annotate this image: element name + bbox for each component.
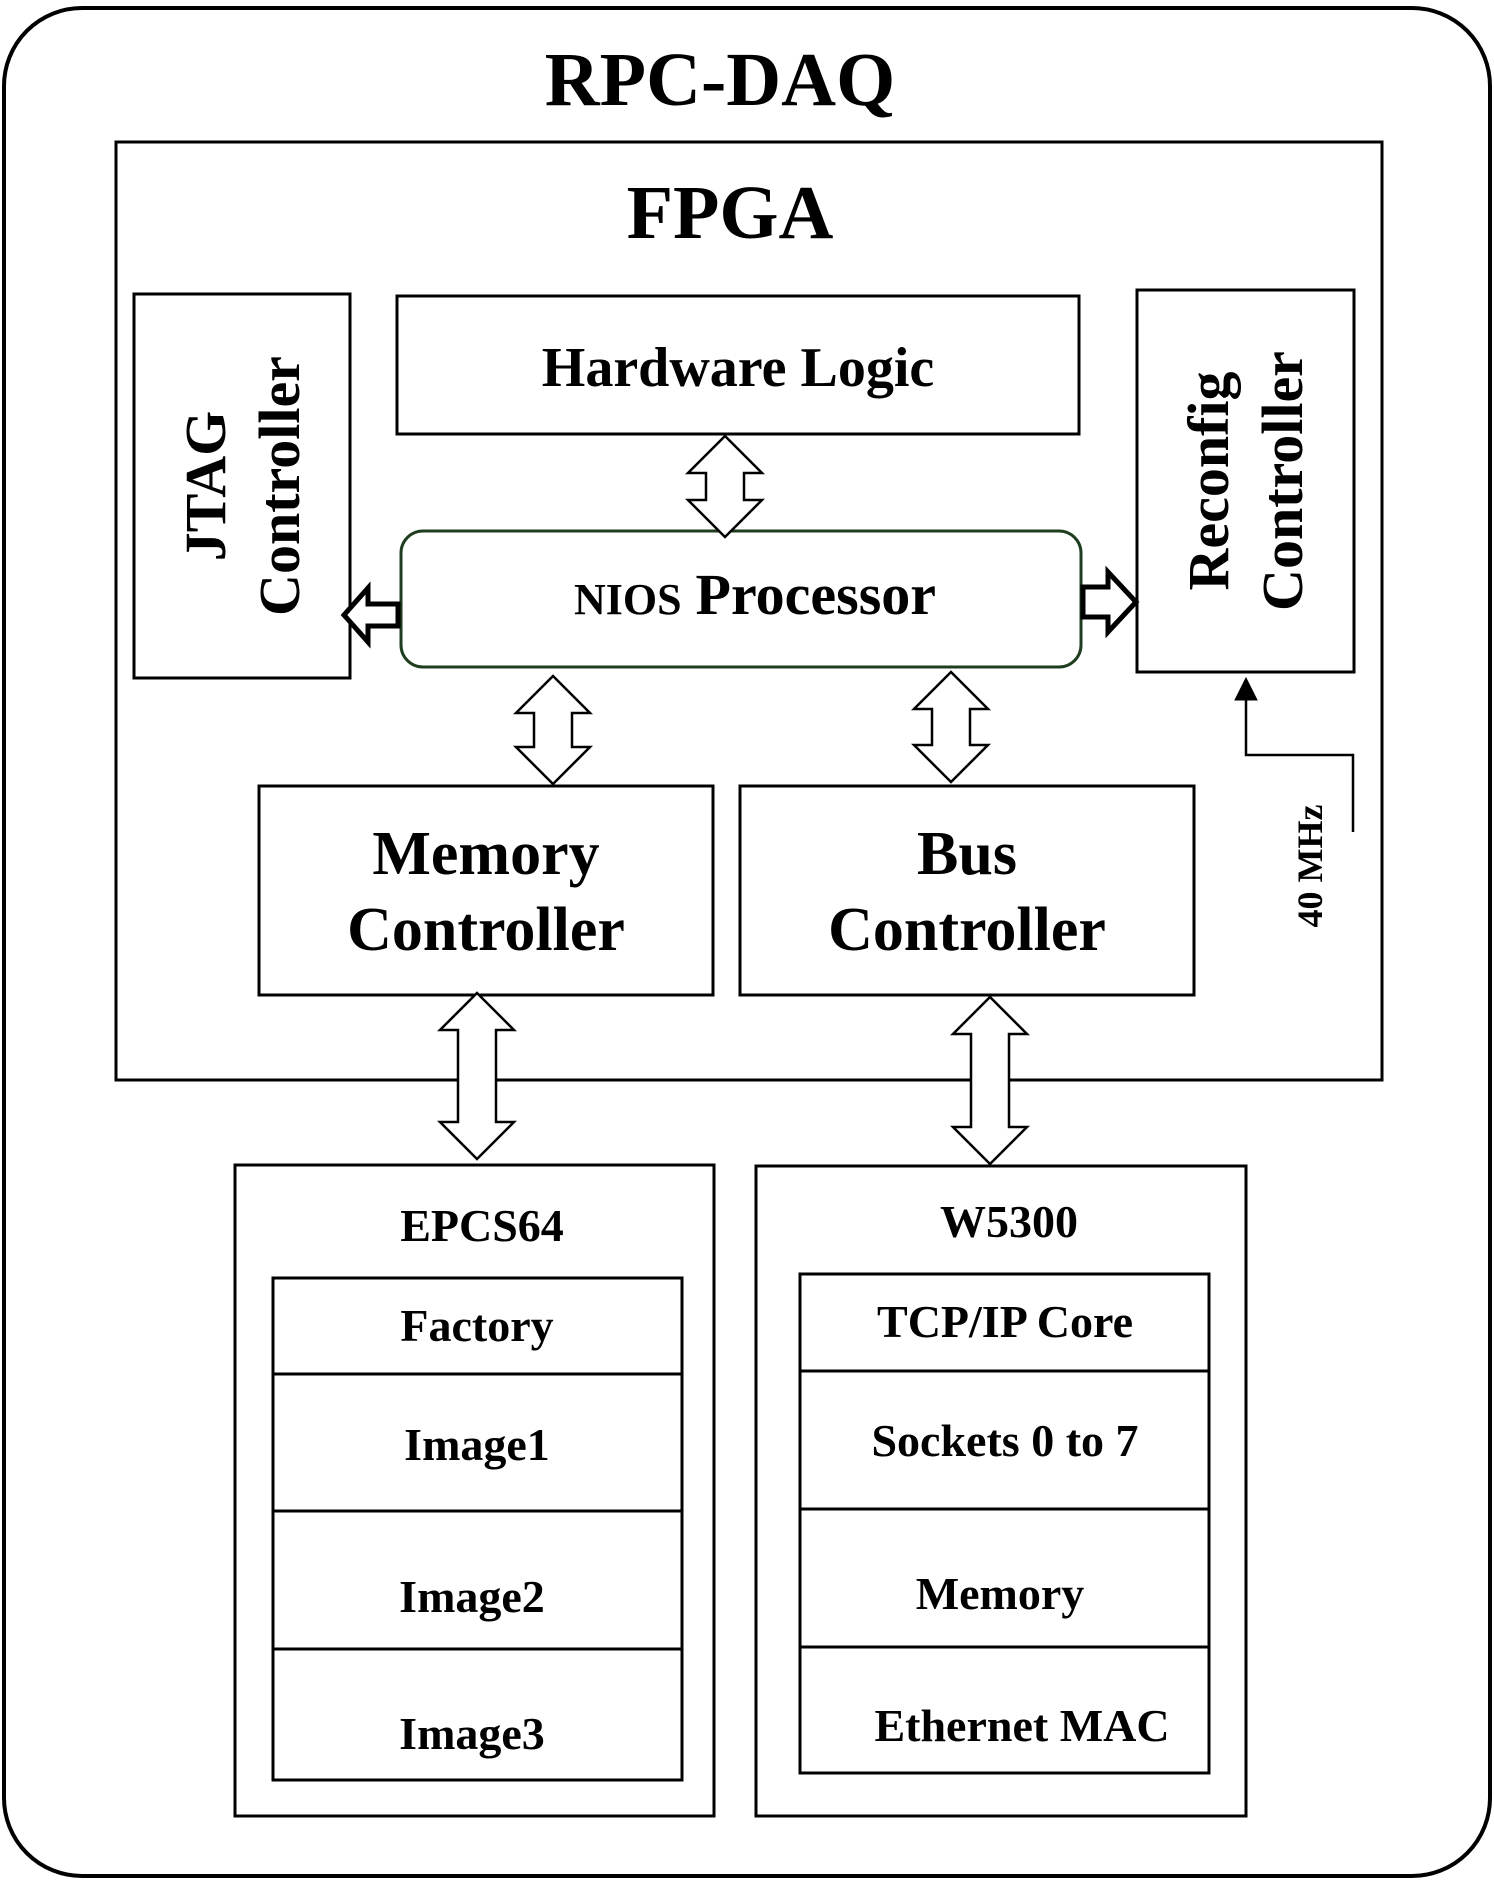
nios-memory-controller-arrow (512, 674, 594, 786)
clock-arrowhead (1234, 676, 1258, 701)
epcs64-table (271, 1276, 684, 1782)
jtag-controller-box (132, 292, 352, 680)
fpga-title: FPGA (627, 171, 834, 255)
nios-name: Processor (696, 562, 937, 627)
w5300-row-tcpip-core: TCP/IP Core (877, 1296, 1133, 1347)
w5300-table (798, 1272, 1211, 1775)
reconfig-controller-box (1135, 288, 1356, 674)
bus-controller-line1: Bus (917, 820, 1017, 888)
w5300-title: W5300 (940, 1196, 1078, 1247)
epcs64-row-image1: Image1 (404, 1419, 550, 1470)
jtag-label-line1: JTAG (173, 411, 238, 561)
epcs64-title: EPCS64 (400, 1200, 564, 1251)
nios-processor-label: NIOS Processor (574, 562, 936, 627)
board-title: RPC-DAQ (545, 38, 895, 122)
w5300-row-sockets: Sockets 0 to 7 (871, 1415, 1138, 1466)
bus-controller-w5300-arrow (949, 995, 1031, 1166)
w5300-row-ethernet-mac: Ethernet MAC (874, 1700, 1169, 1751)
clock-line (1244, 698, 1355, 832)
memory-controller-box (257, 784, 715, 997)
epcs64-row-image2: Image2 (399, 1571, 545, 1622)
reconfig-label-line1: Reconfig (1176, 371, 1241, 590)
nios-bus-controller-arrow (910, 670, 992, 784)
nios-prefix: NIOS (574, 575, 682, 624)
jtag-label-line2: Controller (247, 356, 312, 616)
hardware-logic-label: Hardware Logic (542, 337, 934, 399)
clock-label: 40 MHz (1290, 805, 1330, 928)
hardware-logic-nios-arrow (684, 434, 766, 539)
epcs64-row-factory: Factory (400, 1300, 553, 1351)
memory-controller-line2: Controller (347, 896, 625, 964)
w5300-row-memory: Memory (916, 1568, 1085, 1619)
bus-controller-box (738, 784, 1196, 997)
nios-to-reconfig-arrow (1080, 565, 1140, 639)
nios-to-jtag-arrow (340, 581, 401, 649)
bus-controller-line2: Controller (828, 896, 1106, 964)
memory-controller-epcs-arrow (436, 991, 518, 1161)
reconfig-label-line2: Controller (1250, 351, 1315, 611)
epcs64-row-image3: Image3 (399, 1708, 545, 1759)
memory-controller-line1: Memory (372, 820, 599, 888)
hardware-logic-box (395, 294, 1081, 436)
